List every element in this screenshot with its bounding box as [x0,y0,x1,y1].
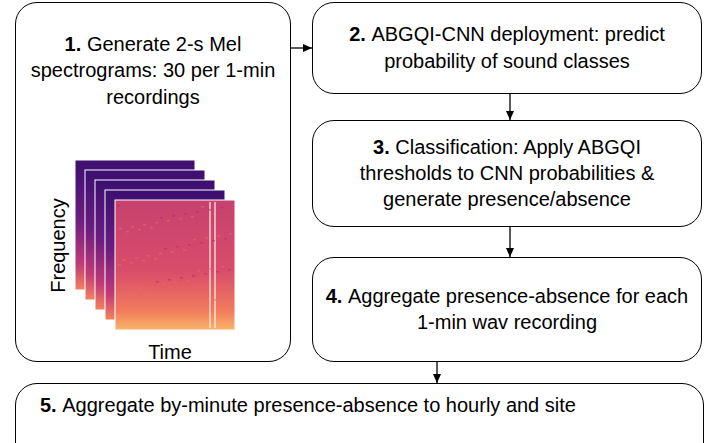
process-box: 3.Classification: Apply ABGQI thresholds… [312,120,702,227]
step-number: 5. [40,394,57,416]
step-number: 1. [65,33,82,55]
box-text: 4.Aggregate presence-absence for each 1-… [313,283,701,336]
step-text: Aggregate by-minute presence-absence to … [62,394,576,416]
arrow-connector [509,94,510,120]
step-number: 4. [326,285,343,307]
axis-label: Time [148,341,192,364]
process-box: 4.Aggregate presence-absence for each 1-… [312,257,702,362]
process-box: 5.Aggregate by-minute presence-absence t… [15,383,704,443]
box-text: 5.Aggregate by-minute presence-absence t… [16,392,703,418]
box-text: 2.ABGQI-CNN deployment: predict probabil… [313,21,701,74]
box-text: 1.Generate 2-s Mel spectrograms: 30 per … [16,31,290,110]
step-number: 3. [373,136,390,158]
axis-label: Frequency [47,198,70,293]
process-box: 1.Generate 2-s Mel spectrograms: 30 per … [15,2,291,362]
process-box: 2.ABGQI-CNN deployment: predict probabil… [312,2,702,94]
step-text: ABGQI-CNN deployment: predict probabilit… [371,23,664,71]
arrow-connector [509,227,510,257]
step-text: Aggregate presence-absence for each 1-mi… [348,285,688,333]
step-text: Classification: Apply ABGQI thresholds t… [360,136,655,211]
step-number: 2. [349,23,366,45]
arrow-connector [291,47,312,48]
box-text: 3.Classification: Apply ABGQI thresholds… [313,134,701,213]
arrow-connector [436,362,437,383]
